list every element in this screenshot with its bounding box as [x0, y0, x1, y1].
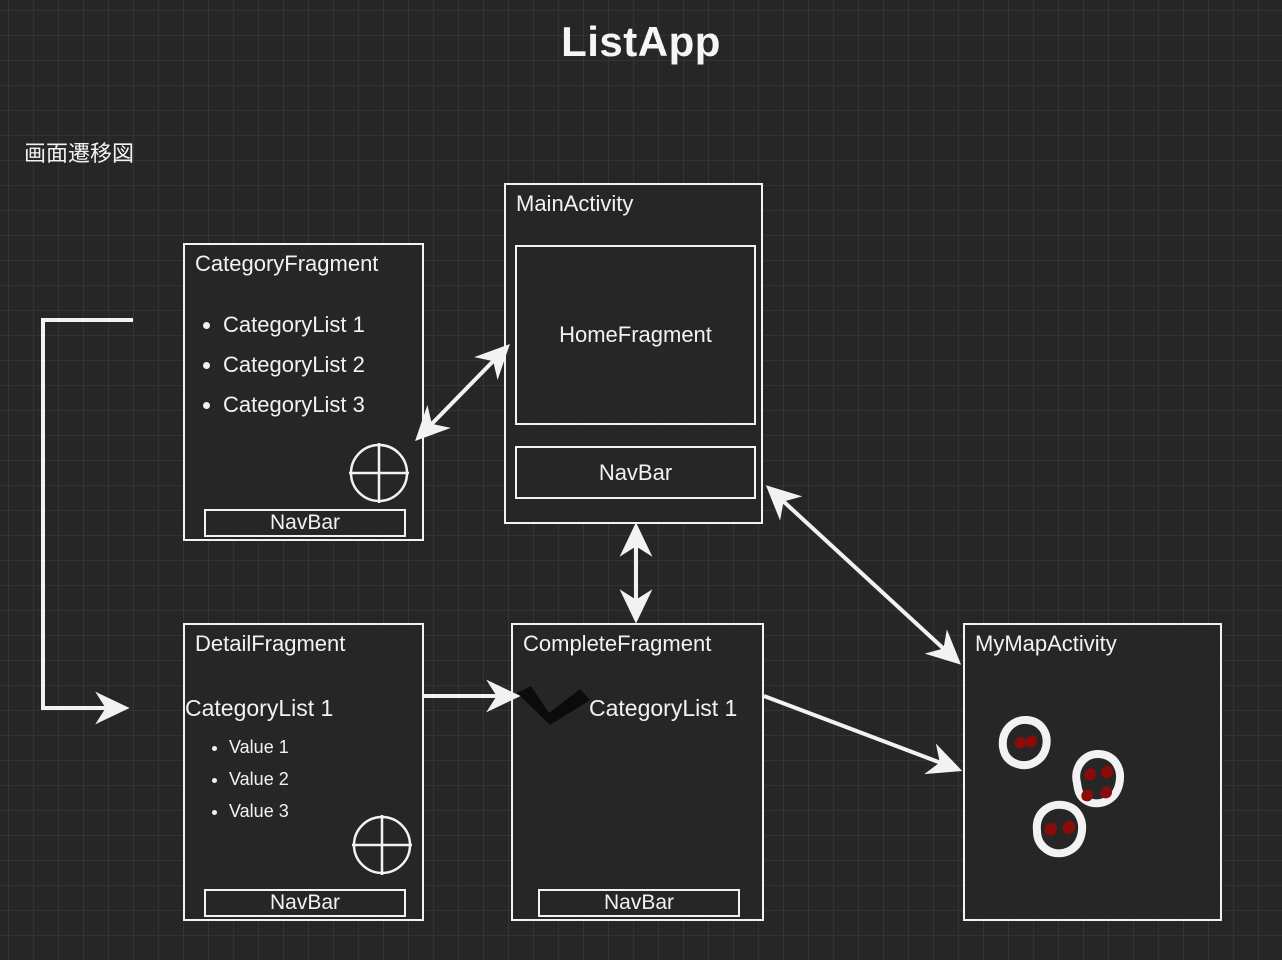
list-item[interactable]: Value 1: [229, 731, 289, 763]
screen-box-my-map-activity[interactable]: MyMapActivity: [963, 623, 1222, 921]
connector-main-to-map: [765, 485, 962, 665]
category-list: CategoryList 1 CategoryList 2 CategoryLi…: [193, 305, 365, 425]
navbar-main-activity[interactable]: NavBar: [515, 446, 756, 499]
screen-title-my-map-activity: MyMapActivity: [975, 631, 1117, 656]
screen-box-category-fragment[interactable]: CategoryFragment CategoryList 1 Category…: [183, 243, 424, 541]
map-marker-cluster-2: [1072, 750, 1124, 808]
navbar-category-fragment[interactable]: NavBar: [204, 509, 406, 537]
list-item[interactable]: CategoryList 2: [223, 345, 365, 385]
connector-complete-to-map: [763, 694, 963, 775]
crosshair-icon: [352, 815, 412, 875]
connector-category-to-main: [415, 343, 510, 442]
list-item[interactable]: Value 2: [229, 763, 289, 795]
diagram-caption: 画面遷移図: [24, 141, 135, 166]
list-item[interactable]: Value 3: [229, 795, 289, 827]
complete-heading: CategoryList 1: [589, 695, 738, 721]
page-title: ListApp: [561, 18, 721, 65]
navbar-complete-fragment[interactable]: NavBar: [538, 889, 740, 917]
crosshair-icon: [349, 443, 409, 503]
check-icon: [517, 686, 590, 725]
connector-loop-category-to-detail: [41, 318, 133, 725]
detail-value-list: Value 1 Value 2 Value 3: [199, 731, 289, 827]
detail-heading: CategoryList 1: [185, 695, 334, 721]
home-fragment-container[interactable]: HomeFragment: [515, 245, 756, 425]
map-marker-area: [998, 716, 1124, 858]
navbar-detail-fragment[interactable]: NavBar: [204, 889, 406, 917]
map-marker-cluster-3: [1032, 800, 1086, 858]
screen-title-main-activity: MainActivity: [516, 191, 634, 216]
screen-title-category-fragment: CategoryFragment: [195, 251, 379, 276]
screen-title-complete-fragment: CompleteFragment: [523, 631, 712, 656]
screen-box-detail-fragment[interactable]: DetailFragment CategoryList 1 Value 1 Va…: [183, 623, 424, 921]
map-marker-cluster-1: [998, 716, 1051, 769]
screen-title-detail-fragment: DetailFragment: [195, 631, 346, 656]
list-item[interactable]: CategoryList 3: [223, 385, 365, 425]
list-item[interactable]: CategoryList 1: [223, 305, 365, 345]
screen-box-main-activity[interactable]: MainActivity HomeFragment NavBar: [504, 183, 763, 524]
screen-box-complete-fragment[interactable]: CompleteFragment CategoryList 1 NavBar: [511, 623, 764, 921]
